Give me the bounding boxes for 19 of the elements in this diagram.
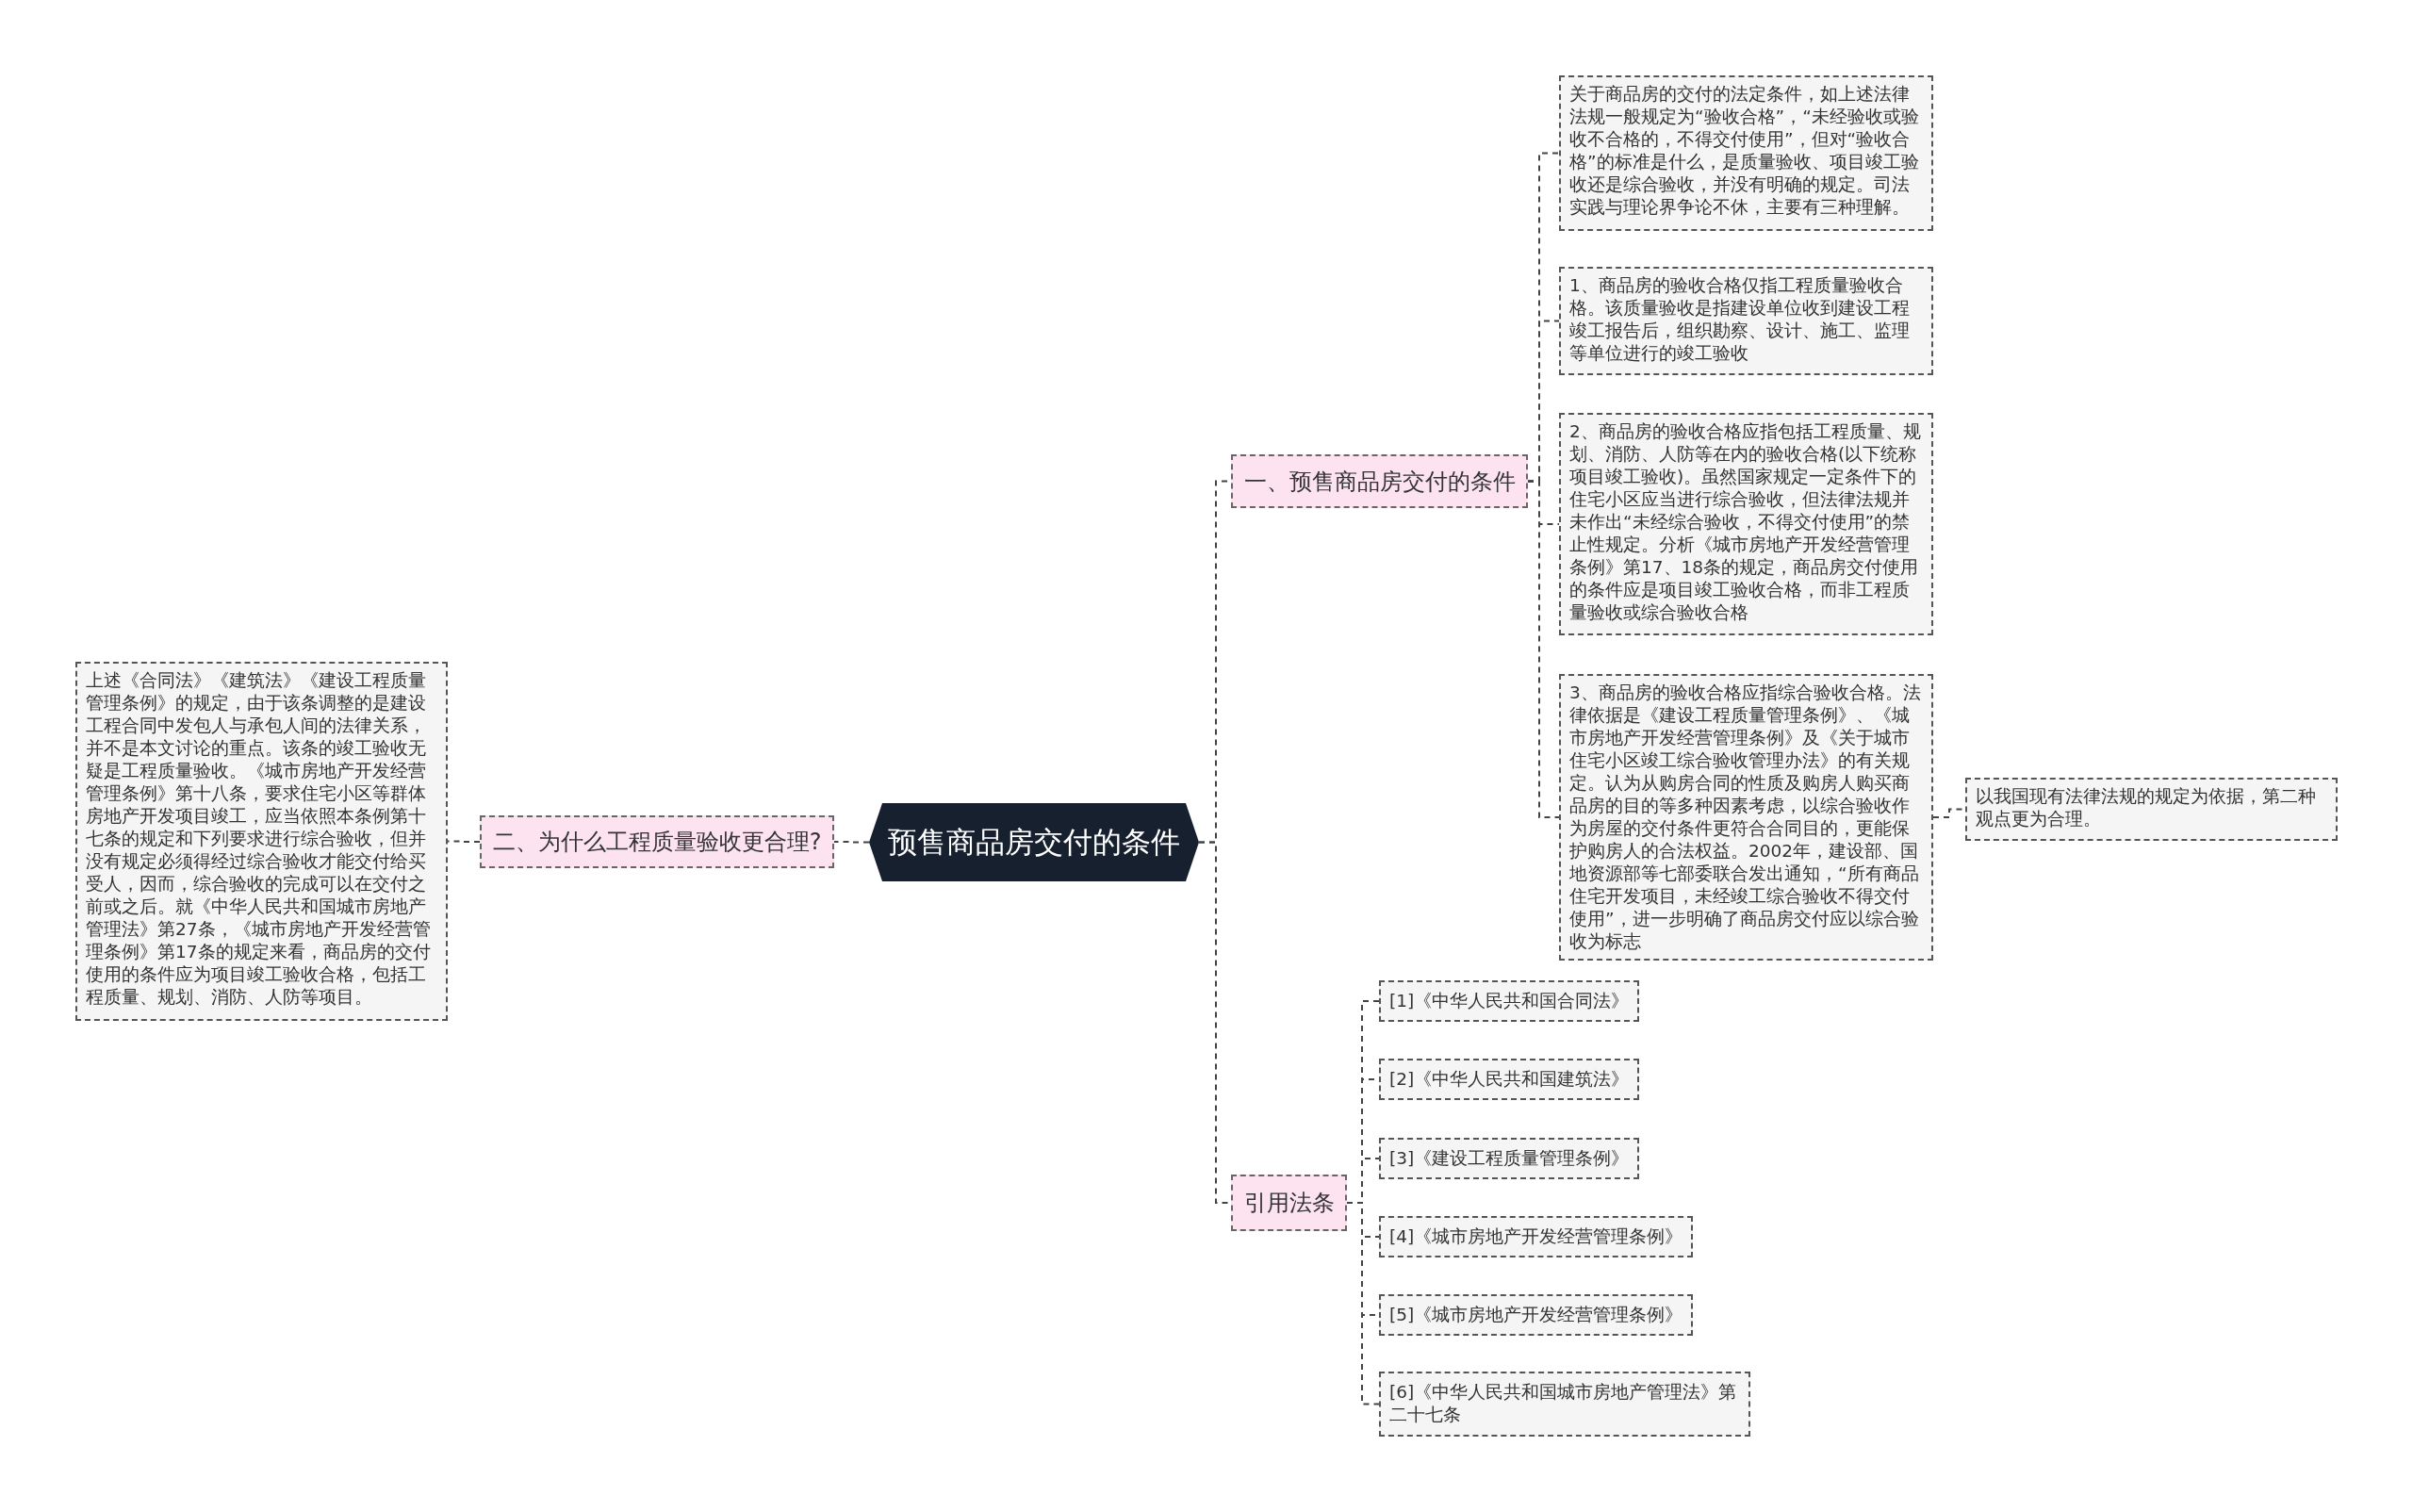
reference-box: [5]《城市房地产开发经营管理条例》 <box>1379 1294 1694 1336</box>
text-box: 上述《合同法》《建筑法》《建设工程质量管理条例》的规定，由于该条调整的是建设工程合同中发包人与承包人间的法律关系，并不是本文讨论的重点。该条的竣工验收无疑是工程质量验收。《城市房地产开发经营管理条例》第十八条，要求住宅小区等群体房地产开发项目竣工，应当依照本条例第十七条的规定和下列要求进行综合验收，但并没有规定必须得经过综合验收才能交付给买受人，因而，综合验收的完成可以在交付之前或之后。就《中华人民共和国城市房地产管理法》第27条，《城市房地产开发经营管理条例》第17条的规定来看，商品房的交付使用的条件应为项目竣工验收合格，包括工程质量、规划、消防、人防等项目。 <box>75 662 448 1021</box>
connector-line <box>833 841 870 844</box>
topic-box: 一、预售商品房交付的条件 <box>1231 454 1528 508</box>
topic-box: 引用法条 <box>1231 1175 1347 1231</box>
topic-box: 二、为什么工程质量验收更合理? <box>480 815 834 868</box>
connector-line <box>1346 1202 1380 1405</box>
reference-box: [1]《中华人民共和国合同法》 <box>1379 980 1640 1022</box>
reference-box: [4]《城市房地产开发经营管理条例》 <box>1379 1216 1694 1257</box>
text-box: 关于商品房的交付的法定条件，如上述法律法规一般规定为“验收合格”，“未经验收或验收不合格的，不得交付使用”，但对“验收合格”的标准是什么，是质量验收、项目竣工验收还是综合验收，并没有明确的规定。司法实践与理论界争论不休，主要有三种理解。 <box>1559 75 1933 231</box>
connector-line <box>1527 480 1560 818</box>
text-box: 3、商品房的验收合格应指综合验收合格。法律依据是《建设工程质量管理条例》、《城市房地产开发经营管理条例》及《关于城市住宅小区竣工综合验收管理办法》的有关规定。认为从购房合同的性质及购房人购买商品房的目的等多种因素考虑，以综合验收作为房屋的交付条件更符合合同目的，更能保护购房人的合法权益。2002年，建设部、国地资源部等七部委联合发出通知，“所有商品住宅开发项目，未经竣工综合验收不得交付使用”，进一步明确了商品房交付应以综合验收为标志 <box>1559 674 1933 961</box>
text-box: 2、商品房的验收合格应指包括工程质量、规划、消防、人防等在内的验收合格(以下统称项目竣工验收)。虽然国家规定一定条件下的住宅小区应当进行综合验收，但法律法规并未作出“未经综合验收，不得交付使用”的禁止性规定。分析《城市房地产开发经营管理条例》第17、18条的规定，商品房交付使用的条件应是项目竣工验收合格，而非工程质量验收或综合验收合格 <box>1559 413 1933 635</box>
text-box: 以我国现有法律法规的规定为依据，第二种观点更为合理。 <box>1965 778 2338 841</box>
reference-box: [6]《中华人民共和国城市房地产管理法》第二十七条 <box>1379 1372 1750 1437</box>
text-box: 1、商品房的验收合格仅指工程质量验收合格。该质量验收是指建设单位收到建设工程竣工报告后，组织勘察、设计、施工、监理等单位进行的竣工验收 <box>1559 267 1933 375</box>
root-node: 预售商品房交付的条件 <box>869 803 1199 881</box>
reference-box: [3]《建设工程质量管理条例》 <box>1379 1138 1640 1179</box>
reference-box: [2]《中华人民共和国建筑法》 <box>1379 1059 1640 1100</box>
